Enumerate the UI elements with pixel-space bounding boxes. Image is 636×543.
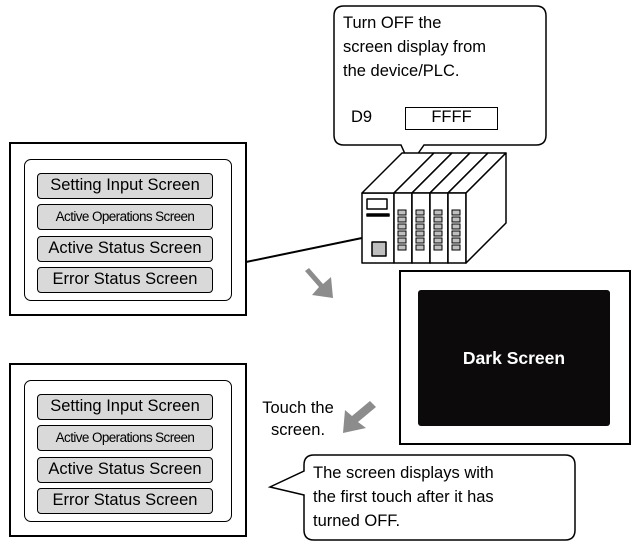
active-operations-screen-button[interactable]: Active Operations Screen xyxy=(37,204,213,230)
dark-screen[interactable]: Dark Screen xyxy=(418,290,610,426)
callout-top-line-1: Turn OFF the xyxy=(343,14,442,32)
register-value-box: FFFF xyxy=(405,107,498,130)
callout-bottom-line-2: the first touch after it has xyxy=(313,488,494,506)
active-status-screen-button[interactable]: Active Status Screen xyxy=(37,236,213,262)
error-status-screen-button[interactable]: Error Status Screen xyxy=(37,267,213,293)
callout-bottom-line-3: turned OFF. xyxy=(313,512,401,530)
screen-menu-bottom: Setting Input Screen Active Operations S… xyxy=(24,380,232,522)
touch-label-line-1: Touch the xyxy=(262,399,334,417)
error-status-screen-button[interactable]: Error Status Screen xyxy=(37,488,213,514)
active-status-screen-button[interactable]: Active Status Screen xyxy=(37,457,213,483)
dark-screen-label: Dark Screen xyxy=(462,348,566,368)
callout-top-line-3: the device/PLC. xyxy=(343,62,460,80)
display-device-dark: Dark Screen xyxy=(399,270,631,445)
active-operations-screen-button[interactable]: Active Operations Screen xyxy=(37,425,213,451)
setting-input-screen-button[interactable]: Setting Input Screen xyxy=(37,173,213,199)
register-label: D9 xyxy=(351,108,373,126)
display-device-top: Setting Input Screen Active Operations S… xyxy=(9,142,247,316)
callout-bottom-line-1: The screen displays with xyxy=(313,464,494,482)
setting-input-screen-button[interactable]: Setting Input Screen xyxy=(37,394,213,420)
screen-menu-top: Setting Input Screen Active Operations S… xyxy=(24,159,232,301)
display-device-bottom: Setting Input Screen Active Operations S… xyxy=(9,363,247,537)
callout-top-line-2: screen display from xyxy=(343,38,487,56)
touch-label-line-2: screen. xyxy=(270,421,326,439)
